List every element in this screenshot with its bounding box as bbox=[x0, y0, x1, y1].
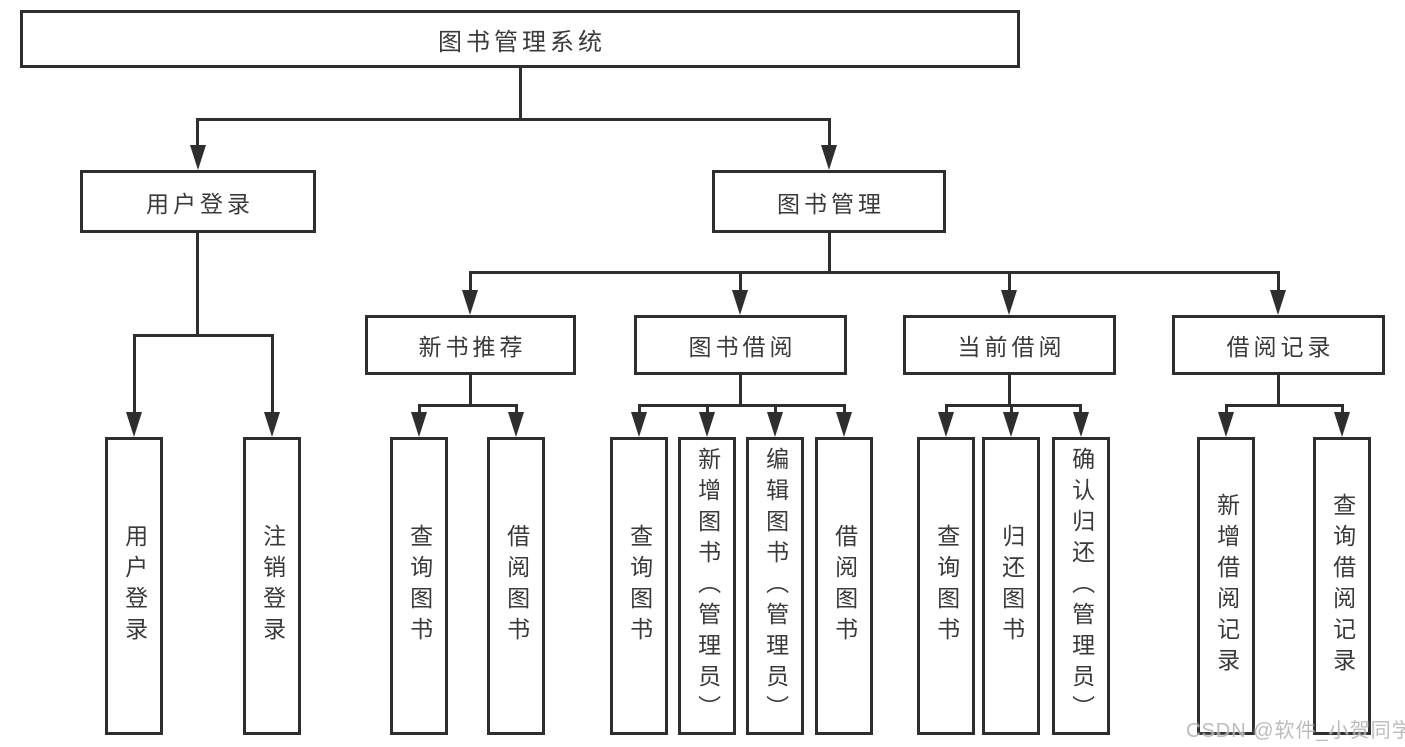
node-library-management-system: 图书管理系统 bbox=[20, 10, 1020, 68]
leaf-edit-books-admin: 编辑图书（管理员） bbox=[746, 437, 804, 735]
connector-line bbox=[196, 118, 199, 150]
arrow-down-icon bbox=[836, 412, 852, 437]
node-book-management: 图书管理 bbox=[712, 170, 946, 233]
connector-line bbox=[196, 233, 199, 337]
arrow-down-icon bbox=[462, 290, 478, 315]
leaf-query-books-current: 查询图书 bbox=[917, 437, 975, 735]
node-label: 借阅图书 bbox=[831, 524, 858, 648]
connector-line bbox=[739, 271, 742, 296]
node-label: 图书借阅 bbox=[688, 334, 797, 360]
connector-line bbox=[1277, 375, 1280, 407]
node-label: 查询借阅记录 bbox=[1329, 493, 1356, 679]
connector-line bbox=[271, 334, 274, 414]
leaf-return-books: 归还图书 bbox=[982, 437, 1040, 735]
leaf-borrow-books-recommend: 借阅图书 bbox=[487, 437, 545, 735]
connector-line bbox=[1225, 404, 1344, 407]
connector-line bbox=[774, 404, 777, 416]
connector-line bbox=[133, 334, 274, 337]
arrow-down-icon bbox=[126, 412, 142, 437]
arrow-down-icon bbox=[264, 412, 280, 437]
node-borrowing-records: 借阅记录 bbox=[1172, 315, 1385, 375]
node-label: 编辑图书（管理员） bbox=[762, 446, 789, 726]
arrow-down-icon bbox=[699, 412, 715, 437]
connector-line bbox=[1008, 271, 1011, 296]
node-label: 用户登录 bbox=[146, 190, 254, 217]
node-label: 用户登录 bbox=[121, 524, 148, 648]
connector-line bbox=[945, 404, 948, 416]
arrow-down-icon bbox=[1073, 412, 1089, 437]
arrow-down-icon bbox=[767, 412, 783, 437]
node-label: 归还图书 bbox=[998, 524, 1025, 648]
arrow-down-icon bbox=[938, 412, 954, 437]
node-label: 图书管理系统 bbox=[438, 28, 606, 56]
connector-line bbox=[197, 118, 831, 121]
node-label: 查询图书 bbox=[626, 524, 653, 648]
arrow-down-icon bbox=[1218, 412, 1234, 437]
connector-line bbox=[638, 404, 846, 407]
arrow-down-icon bbox=[1334, 412, 1350, 437]
node-label: 图书管理 bbox=[777, 190, 885, 217]
arrow-down-icon bbox=[411, 412, 427, 437]
leaf-logout: 注销登录 bbox=[243, 437, 301, 735]
connector-line bbox=[638, 404, 641, 416]
connector-line bbox=[469, 271, 472, 296]
node-new-book-recommendation: 新书推荐 bbox=[365, 315, 576, 375]
connector-line bbox=[706, 404, 709, 416]
connector-line bbox=[828, 233, 831, 274]
node-label: 查询图书 bbox=[406, 524, 433, 648]
arrow-down-icon bbox=[631, 412, 647, 437]
connector-line bbox=[133, 334, 136, 414]
node-label: 新书推荐 bbox=[418, 334, 527, 360]
connector-line bbox=[828, 118, 831, 150]
arrow-down-icon bbox=[1270, 290, 1286, 315]
connector-line bbox=[515, 404, 518, 416]
arrow-down-icon bbox=[190, 145, 206, 170]
connector-line bbox=[418, 404, 518, 407]
connector-line bbox=[739, 375, 742, 407]
node-label: 新增图书（管理员） bbox=[694, 446, 721, 726]
node-book-borrowing: 图书借阅 bbox=[634, 315, 847, 375]
leaf-query-books-borrowing: 查询图书 bbox=[610, 437, 668, 735]
connector-line bbox=[469, 271, 1279, 274]
arrow-down-icon bbox=[1003, 412, 1019, 437]
node-label: 确认归还（管理员） bbox=[1068, 446, 1095, 726]
connector-line bbox=[418, 404, 421, 416]
connector-line bbox=[1225, 404, 1228, 416]
leaf-query-books-recommend: 查询图书 bbox=[390, 437, 448, 735]
node-label: 注销登录 bbox=[259, 524, 286, 648]
leaf-add-books-admin: 新增图书（管理员） bbox=[678, 437, 736, 735]
connector-line bbox=[1277, 271, 1280, 296]
leaf-add-borrow-record: 新增借阅记录 bbox=[1197, 437, 1255, 735]
connector-line bbox=[1079, 404, 1082, 416]
node-label: 借阅图书 bbox=[503, 524, 530, 648]
arrow-down-icon bbox=[732, 290, 748, 315]
leaf-confirm-return-admin: 确认归还（管理员） bbox=[1052, 437, 1110, 735]
arrow-down-icon bbox=[821, 145, 837, 170]
connector-line bbox=[1341, 404, 1344, 416]
connector-line bbox=[1010, 404, 1013, 416]
connector-line bbox=[843, 404, 846, 416]
csdn-watermark: CSDN @软件_小贺同学 bbox=[1186, 720, 1405, 742]
leaf-borrow-books: 借阅图书 bbox=[815, 437, 873, 735]
node-user-login: 用户登录 bbox=[80, 170, 316, 233]
leaf-user-login: 用户登录 bbox=[105, 437, 163, 735]
connector-line bbox=[519, 66, 522, 121]
connector-line bbox=[1008, 375, 1011, 407]
connector-line bbox=[945, 404, 1082, 407]
node-label: 当前借阅 bbox=[957, 334, 1066, 360]
node-label: 查询图书 bbox=[933, 524, 960, 648]
node-current-borrowing: 当前借阅 bbox=[903, 315, 1116, 375]
leaf-query-borrow-record: 查询借阅记录 bbox=[1313, 437, 1371, 735]
connector-line bbox=[469, 375, 472, 407]
node-label: 借阅记录 bbox=[1226, 334, 1335, 360]
arrow-down-icon bbox=[508, 412, 524, 437]
node-label: 新增借阅记录 bbox=[1213, 493, 1240, 679]
arrow-down-icon bbox=[1001, 290, 1017, 315]
